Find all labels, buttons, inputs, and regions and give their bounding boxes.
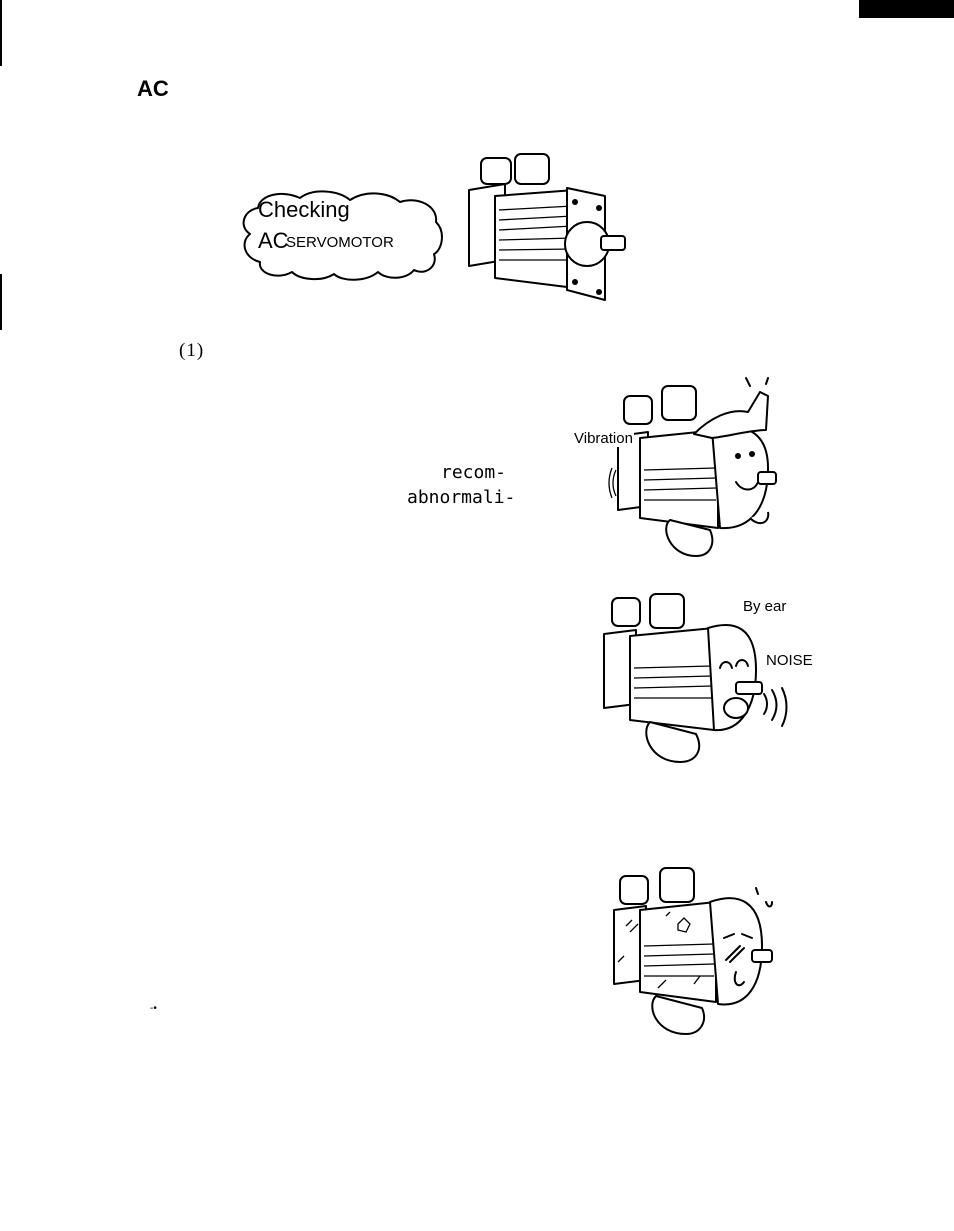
stray-mark: -• bbox=[150, 1003, 157, 1014]
cloud-line1: Checking bbox=[258, 197, 350, 222]
margin-bar-middle bbox=[0, 274, 2, 330]
cloud-line2-main: SERVOMOTOR bbox=[286, 234, 394, 251]
page-tab-marker bbox=[859, 0, 954, 18]
vibration-motor-icon bbox=[608, 377, 777, 557]
section-number: (1) bbox=[179, 340, 205, 361]
servomotor-photo-icon bbox=[468, 153, 626, 301]
section-heading: AC bbox=[137, 76, 169, 101]
cloud-line2-prefix: AC bbox=[258, 228, 289, 253]
by-ear-label: By ear bbox=[743, 598, 787, 615]
cloud-bubble bbox=[242, 190, 443, 281]
text-fragment-2: abnormali- bbox=[407, 487, 516, 508]
text-fragment-1: recom- bbox=[441, 462, 507, 483]
vibration-label: Vibration bbox=[573, 430, 634, 447]
noise-label: NOISE bbox=[766, 652, 813, 669]
margin-bar-top bbox=[0, 0, 2, 66]
noise-motor-icon bbox=[603, 593, 788, 763]
dirty-motor-icon bbox=[613, 867, 773, 1035]
